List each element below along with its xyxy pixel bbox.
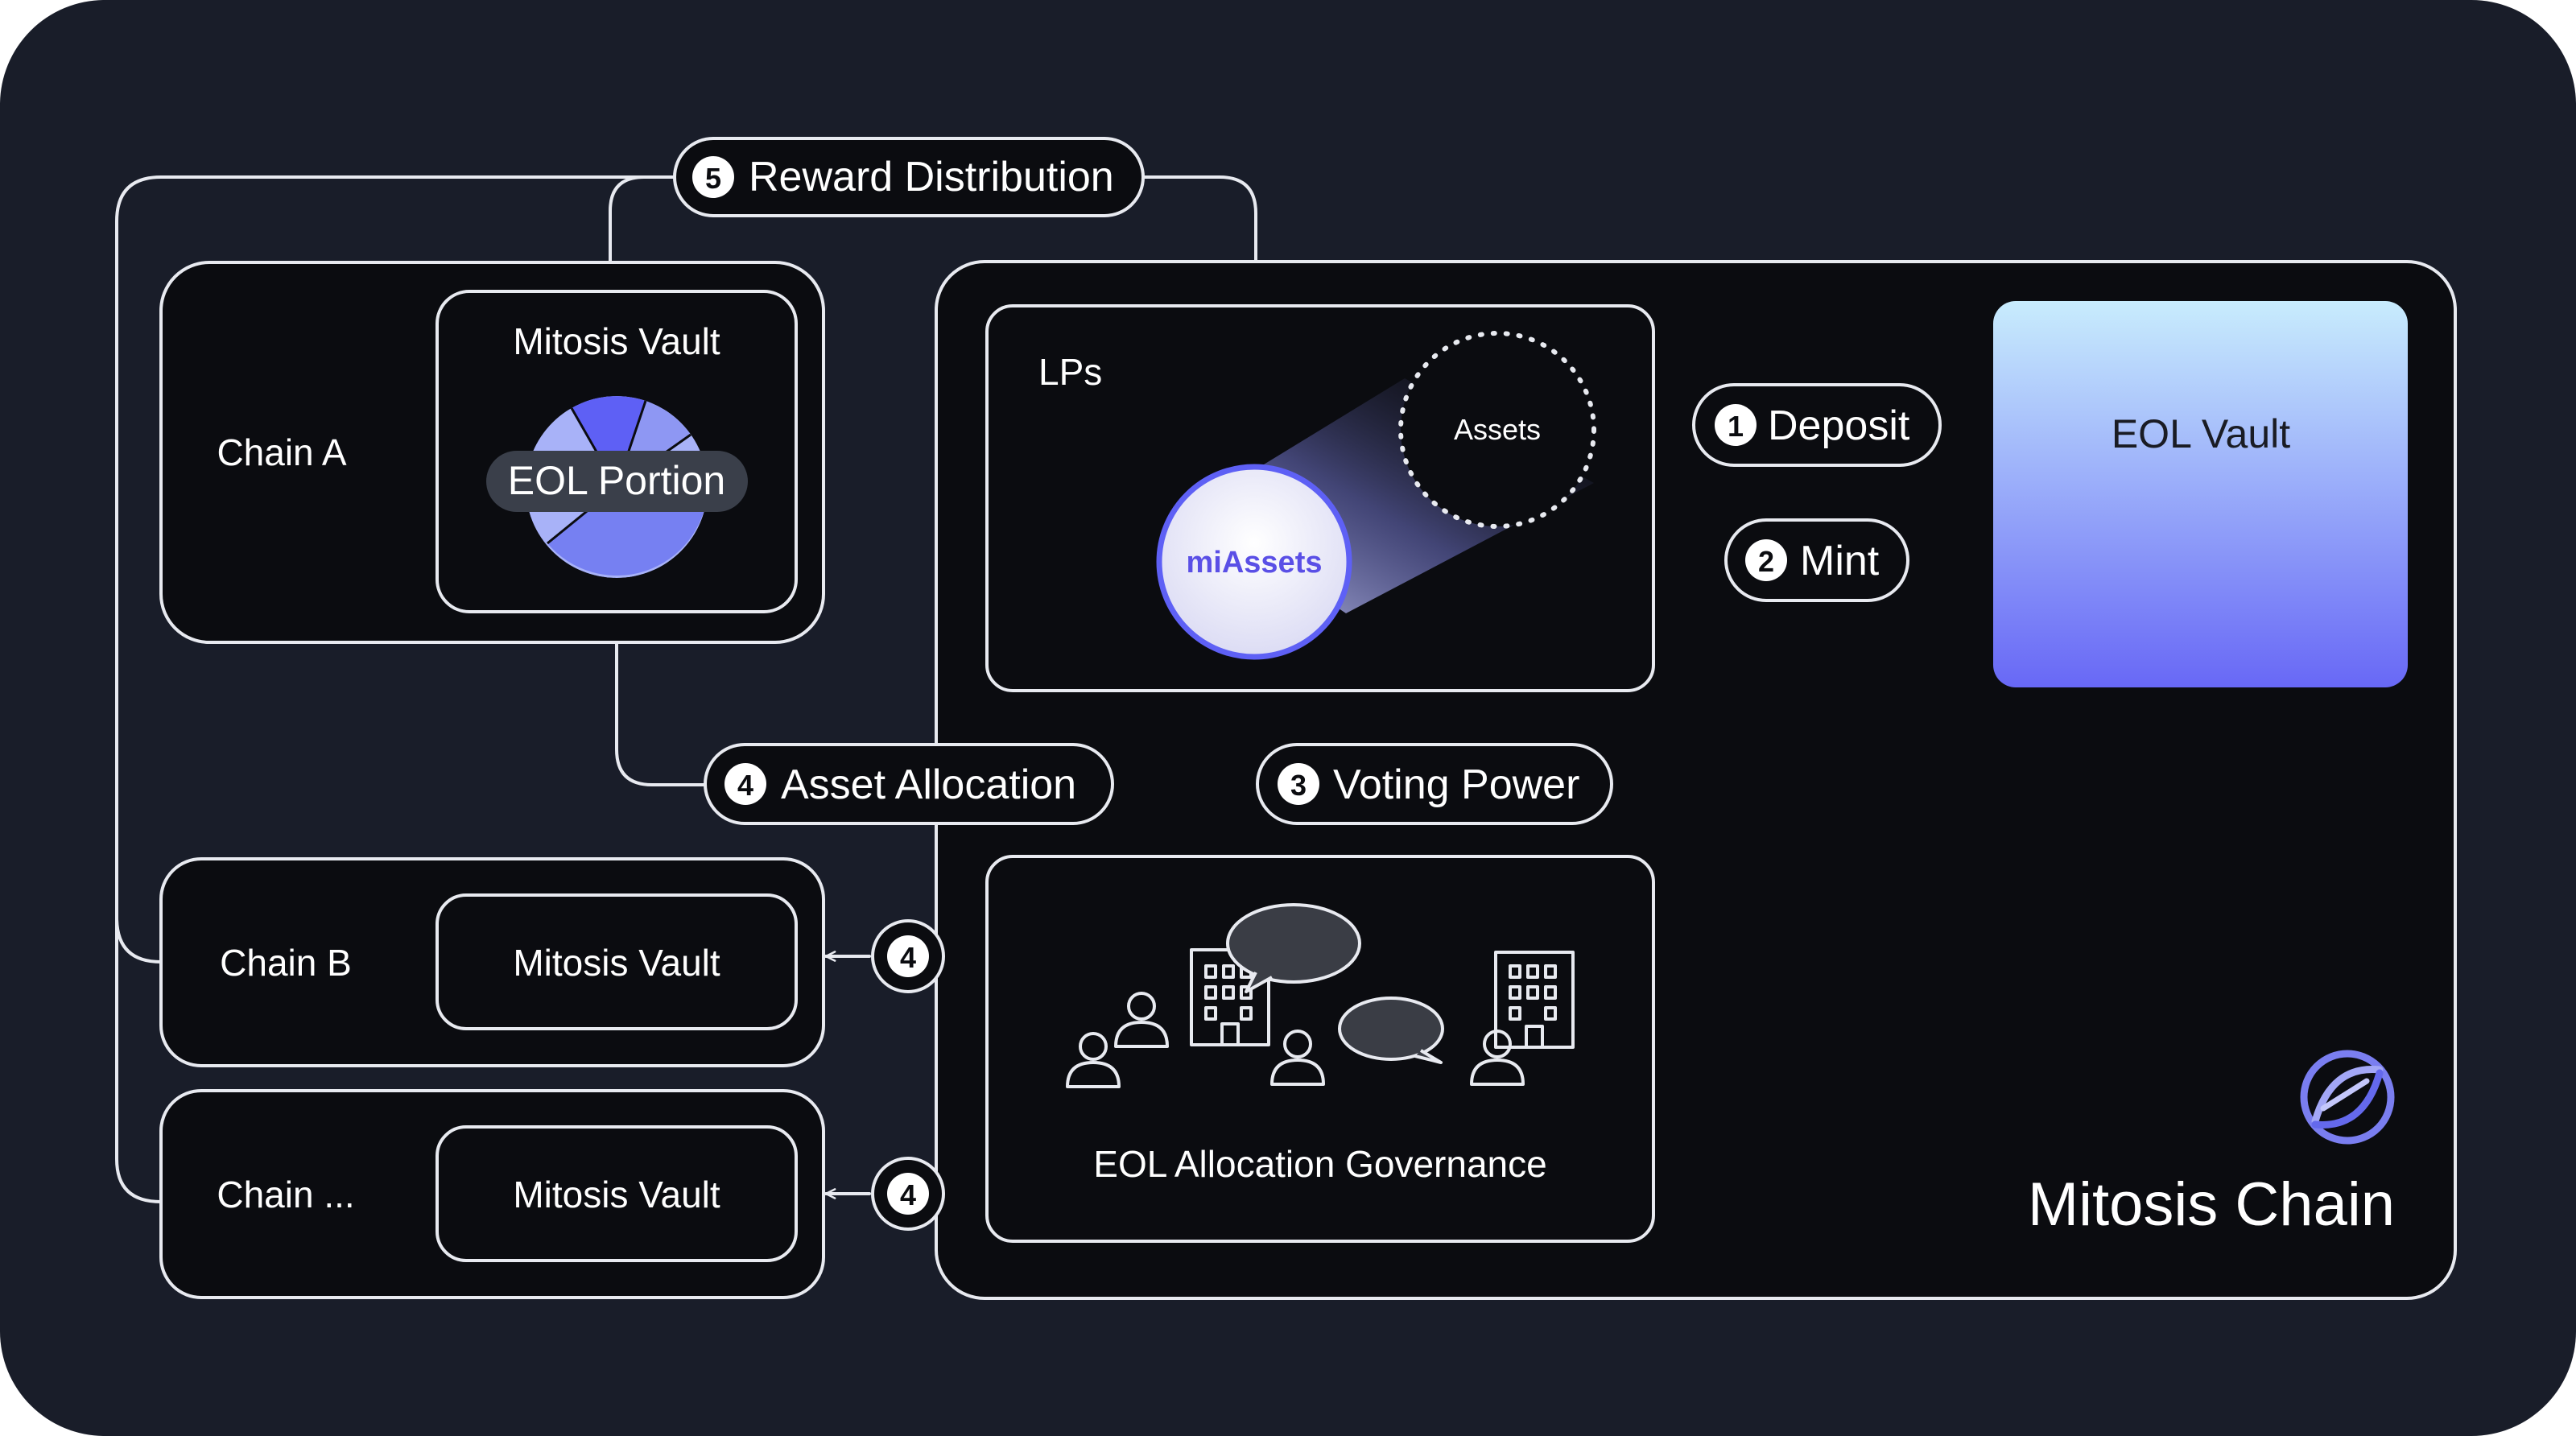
lps-panel: LPs Assets miAssets [985, 304, 1655, 692]
voting-power-pill: 3 Voting Power [1256, 743, 1613, 825]
eol-vault: EOL Vault [1993, 301, 2408, 687]
allocation-more-badge: 4 [871, 1157, 945, 1231]
eol-vault-label: EOL Vault [2112, 411, 2290, 456]
lps-label: LPs [1038, 351, 1102, 393]
assets-circle [1398, 331, 1596, 529]
asset-allocation-pill: 4 Asset Allocation [704, 743, 1114, 825]
chain-a-label: Chain A [217, 431, 346, 473]
chain-more-vault-label: Mitosis Vault [513, 1174, 720, 1215]
mitosis-logo-icon [2300, 1050, 2395, 1145]
asset-allocation-label: Asset Allocation [781, 761, 1076, 808]
deposit-label: Deposit [1768, 402, 1910, 449]
step-number: 4 [737, 769, 753, 802]
miassets-circle [1156, 464, 1352, 660]
reward-distribution-label: Reward Distribution [749, 154, 1114, 200]
mitosis-chain-label: Mitosis Chain [2028, 1170, 2395, 1239]
governance-label: EOL Allocation Governance [1093, 1143, 1546, 1185]
person-icon [1066, 1032, 1121, 1088]
speech-bubble-icon [1226, 903, 1361, 993]
building-icon [1494, 951, 1575, 1049]
chain-b-box: Chain B Mitosis Vault [159, 857, 825, 1067]
step-number: 3 [1290, 769, 1307, 802]
mint-pill: 2 Mint [1724, 518, 1909, 602]
voting-power-label: Voting Power [1333, 761, 1579, 808]
allocation-b-badge: 4 [871, 919, 945, 993]
miassets-label: miAssets [1187, 546, 1323, 580]
chain-a-box: Chain A Mitosis Vault EOL Portion [159, 261, 825, 644]
person-icon [1114, 992, 1169, 1048]
eol-portion-pill [486, 451, 748, 512]
person-icon [1270, 1030, 1325, 1086]
mint-label: Mint [1800, 538, 1880, 584]
assets-label: Assets [1454, 413, 1541, 446]
chain-more-label: Chain ... [217, 1174, 354, 1215]
step-number: 4 [900, 941, 916, 974]
eol-portion-label: EOL Portion [508, 458, 726, 503]
step-number: 2 [1758, 545, 1774, 578]
chain-more-box: Chain ... Mitosis Vault [159, 1089, 825, 1299]
step-number: 5 [705, 162, 721, 195]
chain-b-vault-label: Mitosis Vault [513, 942, 720, 984]
governance-panel: EOL Allocation Governance [985, 855, 1655, 1243]
chain-b-label: Chain B [220, 942, 352, 984]
chain-a-vault-label: Mitosis Vault [513, 320, 720, 362]
chain-b-vault [436, 893, 798, 1030]
step-number: 1 [1728, 410, 1744, 443]
step-number: 4 [900, 1178, 916, 1211]
deposit-pill: 1 Deposit [1692, 383, 1942, 467]
reward-distribution-pill: 5 Reward Distribution [673, 137, 1145, 217]
speech-bubble-icon [1338, 997, 1444, 1064]
chain-more-vault [436, 1125, 798, 1262]
